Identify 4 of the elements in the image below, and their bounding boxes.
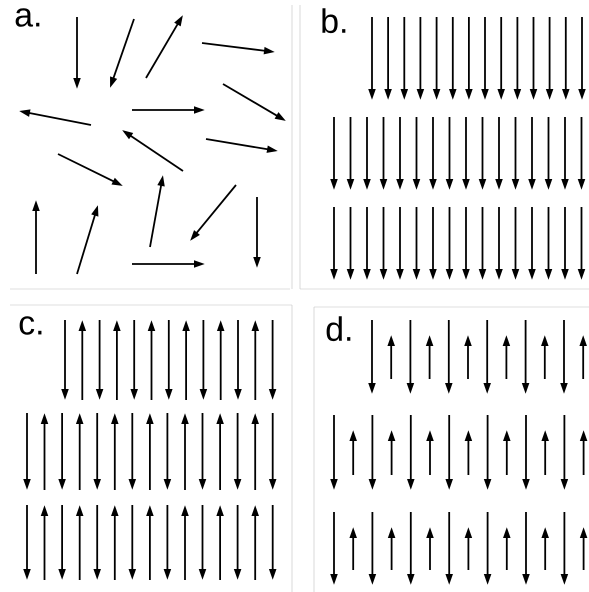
panel-label: c. (20, 316, 42, 335)
panel-label: b. (322, 8, 346, 34)
panel-label: d. (326, 316, 350, 342)
panel-label: a. (16, 8, 40, 27)
